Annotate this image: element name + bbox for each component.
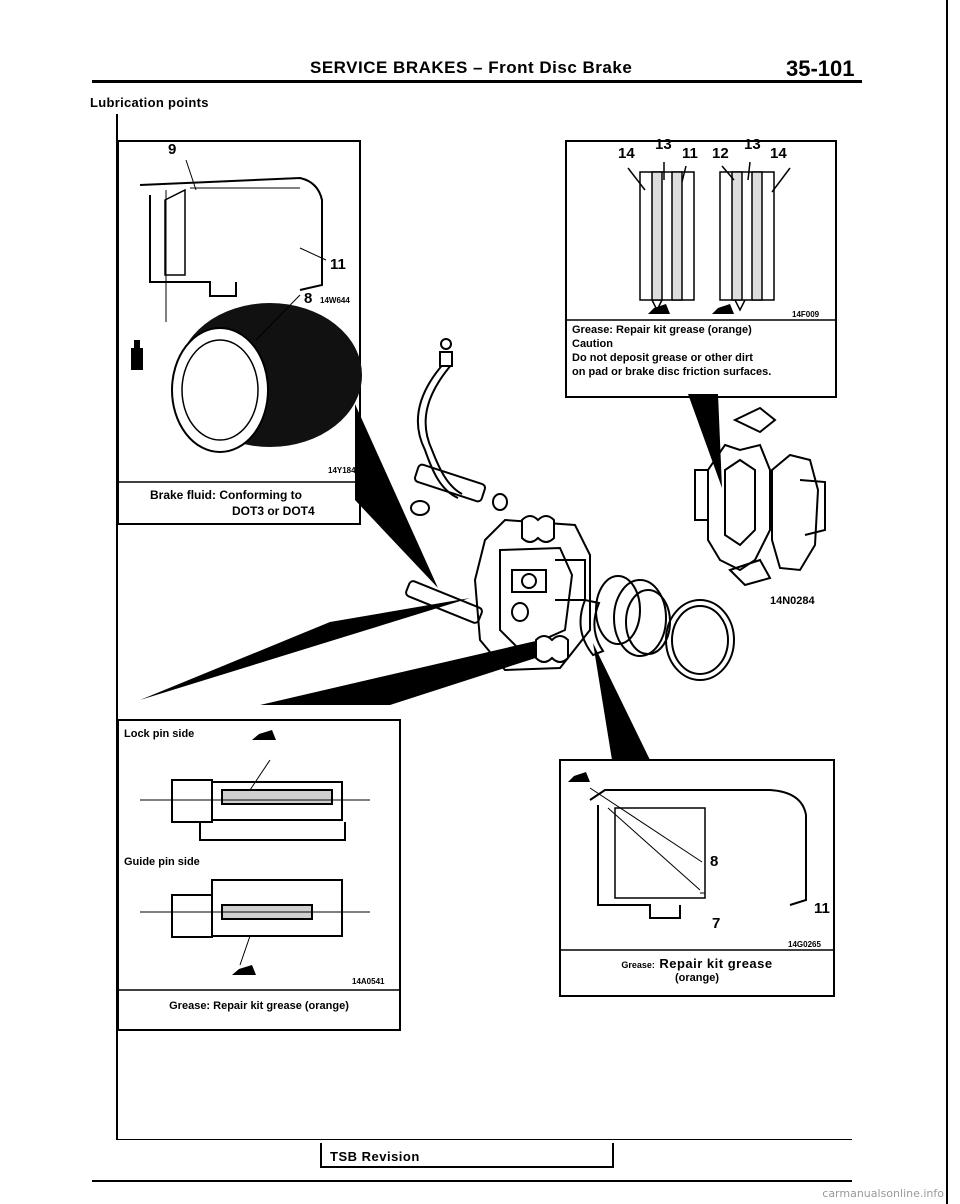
pad-grease-caption-line1: Grease: Repair kit grease (orange) xyxy=(572,324,752,336)
page-subtitle: Lubrication points xyxy=(90,95,209,110)
pointer-wedge-guide-pin xyxy=(260,640,545,705)
tsb-revision-box xyxy=(320,1143,614,1168)
guide-pin-side-label: Guide pin side xyxy=(124,856,200,868)
figure-code-14a0541: 14A0541 xyxy=(352,977,385,986)
piston-grease-main: Repair kit grease xyxy=(659,956,773,971)
brake-fluid-bottle-icon xyxy=(131,340,143,370)
callout-11-bore: 11 xyxy=(814,900,830,917)
header-rule xyxy=(92,80,862,83)
callout-7: 7 xyxy=(712,915,721,932)
guide-pin-section xyxy=(140,879,370,966)
pads-cross-section xyxy=(627,161,791,312)
figure-code-14n0284: 14N0284 xyxy=(770,595,815,607)
brake-hose xyxy=(417,338,463,499)
section-title: SERVICE BRAKES – Front Disc Brake xyxy=(310,58,633,77)
right-margin-rule xyxy=(946,0,948,1204)
pin-boots xyxy=(521,515,569,663)
figure-code-14f009: 14F009 xyxy=(792,310,820,319)
brake-fluid-caption-line2: DOT3 or DOT4 xyxy=(232,504,315,518)
pointer-wedge-pads xyxy=(688,394,722,488)
pad-caution-heading: Caution xyxy=(572,338,613,350)
piston-grease-caption: Grease: Repair kit grease xyxy=(560,955,834,973)
panel-frame-pad-grease xyxy=(565,140,837,398)
left-margin-rule xyxy=(116,114,118,1140)
pad-caution-line2: on pad or brake disc friction surfaces. xyxy=(572,366,772,378)
figure-code-14y184: 14Y184 xyxy=(328,466,356,475)
grease-tube-icon-bottom-right xyxy=(568,772,590,782)
callout-11: 11 xyxy=(330,256,346,273)
lock-pin-section xyxy=(140,759,370,841)
brake-pads-shims xyxy=(694,406,826,587)
lock-pin-parts xyxy=(405,463,529,624)
tsb-revision-label: TSB Revision xyxy=(330,1149,420,1164)
callout-13-left: 13 xyxy=(655,136,672,153)
piston-seal-boot xyxy=(579,575,735,681)
piston-bore-section xyxy=(589,787,807,919)
panel-frame-brake-fluid xyxy=(117,140,361,525)
footer-rule-bottom xyxy=(92,1180,852,1182)
page-number: 35-101 xyxy=(786,56,855,81)
piston-grease-sub: (orange) xyxy=(675,972,719,984)
grease-tube-icons-top xyxy=(648,304,734,314)
callout-8-bore: 8 xyxy=(710,853,719,870)
footer-rule-top xyxy=(118,1139,852,1140)
callout-14-right: 14 xyxy=(770,145,787,162)
grease-tube-icons-bottom-left xyxy=(232,730,276,975)
figure-code-14w644: 14W644 xyxy=(320,296,350,305)
pointer-wedge-lock-pin xyxy=(140,598,470,700)
pin-grease-caption: Grease: Repair kit grease (orange) xyxy=(169,1000,349,1012)
pointer-wedge-brake-fluid xyxy=(355,404,438,588)
callout-13-right: 13 xyxy=(744,136,761,153)
callout-12: 12 xyxy=(712,145,729,162)
callout-11-pads: 11 xyxy=(682,145,698,162)
caliper-bore-section xyxy=(139,159,327,297)
lock-pin-side-label: Lock pin side xyxy=(124,728,195,740)
piston-seal-drawing xyxy=(165,190,362,453)
figure-code-14g0265: 14G0265 xyxy=(788,940,821,949)
callout-14-left: 14 xyxy=(618,145,635,162)
pointer-wedge-piston xyxy=(593,643,650,760)
site-watermark: carmanualsonline.info xyxy=(822,1187,944,1200)
callout-9: 9 xyxy=(168,141,177,158)
panel-frame-pin-grease xyxy=(117,719,401,1031)
panel-frame-piston-grease xyxy=(559,759,835,997)
piston-grease-prefix: Grease: xyxy=(621,960,655,970)
callout-8: 8 xyxy=(304,290,313,307)
brake-fluid-caption-line1: Brake fluid: Conforming to xyxy=(150,488,302,502)
pad-caution-line1: Do not deposit grease or other dirt xyxy=(572,352,753,364)
